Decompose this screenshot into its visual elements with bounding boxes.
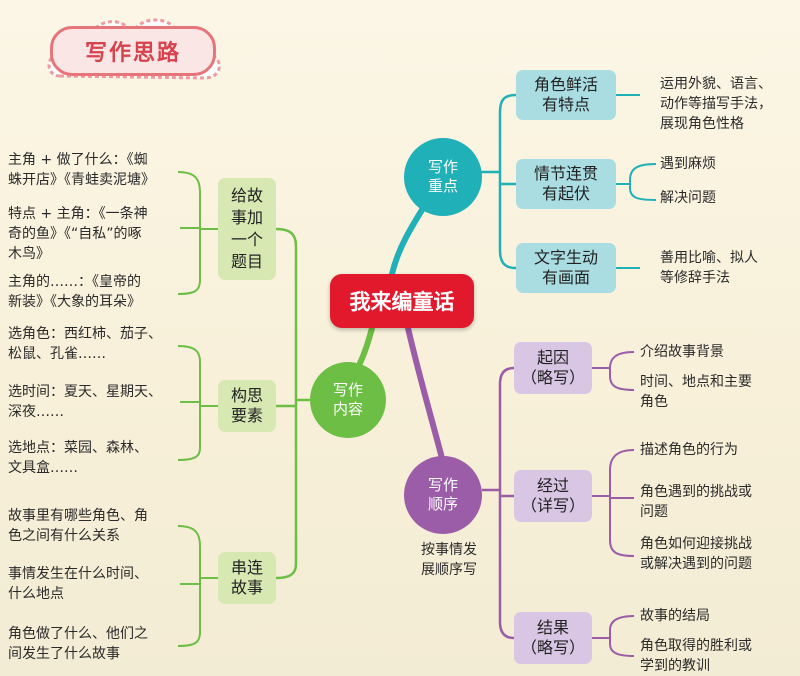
focus-box-characters: 角色鲜活 有特点 xyxy=(516,70,616,120)
content-box-title: 给故 事加 一个 题目 xyxy=(218,178,276,280)
center-topic: 我来编童话 xyxy=(330,274,474,328)
page-title: 写作思路 xyxy=(50,26,216,76)
order-note-challenge: 角色遇到的挑战或 问题 xyxy=(640,484,752,520)
content-note-title-1: 主角 + 做了什么：《蜘 蛛开店》《青蛙卖泥塘》 xyxy=(8,152,155,188)
hub-writing-order-caption: 按事情发 展顺序写 xyxy=(421,542,477,578)
content-box-elements: 构思 要素 xyxy=(218,380,276,432)
content-note-title-2: 特点 + 主角：《一条神 奇的鱼》《“自私”的啄 木鸟》 xyxy=(8,206,148,262)
hub-writing-content: 写作 内容 xyxy=(310,362,386,438)
content-note-when-where: 事情发生在什么时间、 什么地点 xyxy=(8,566,148,602)
content-box-connect: 串连 故事 xyxy=(218,552,276,604)
order-note-lesson: 角色取得的胜利或 学到的教训 xyxy=(640,638,752,674)
order-note-ending: 故事的结局 xyxy=(640,608,710,624)
hub-writing-order: 写作 顺序 xyxy=(404,456,482,534)
content-note-events: 角色做了什么、他们之 间发生了什么故事 xyxy=(8,626,148,662)
order-box-cause: 起因 （略写） xyxy=(514,342,592,394)
content-note-title-3: 主角的……：《皇帝的 新装》《大象的耳朵》 xyxy=(8,274,141,310)
content-note-character: 选角色：西红柿、茄子、 松鼠、孔雀…… xyxy=(8,326,162,362)
content-note-relations: 故事里有哪些角色、角 色之间有什么关系 xyxy=(8,508,148,544)
order-note-time-place: 时间、地点和主要 角色 xyxy=(640,374,752,410)
order-note-solve: 角色如何迎接挑战 或解决遇到的问题 xyxy=(640,536,752,572)
order-box-result: 结果 （略写） xyxy=(514,612,592,664)
focus-box-language: 文字生动 有画面 xyxy=(516,243,616,293)
content-note-time: 选时间：夏天、星期天、 深夜…… xyxy=(8,384,162,420)
content-note-place: 选地点：菜园、森林、 文具盒…… xyxy=(8,440,148,476)
focus-box-plot: 情节连贯 有起伏 xyxy=(516,159,616,209)
focus-note-description: 运用外貌、语言、 动作等描写手法， 展现角色性格 xyxy=(660,76,772,132)
order-note-background: 介绍故事背景 xyxy=(640,344,724,360)
focus-note-rhetoric: 善用比喻、拟人 等修辞手法 xyxy=(660,250,758,286)
order-note-behavior: 描述角色的行为 xyxy=(640,442,738,458)
hub-writing-focus: 写作 重点 xyxy=(404,138,482,216)
focus-note-solve: 解决问题 xyxy=(660,190,716,206)
focus-note-trouble: 遇到麻烦 xyxy=(660,156,716,172)
order-box-process: 经过 （详写） xyxy=(514,470,592,522)
